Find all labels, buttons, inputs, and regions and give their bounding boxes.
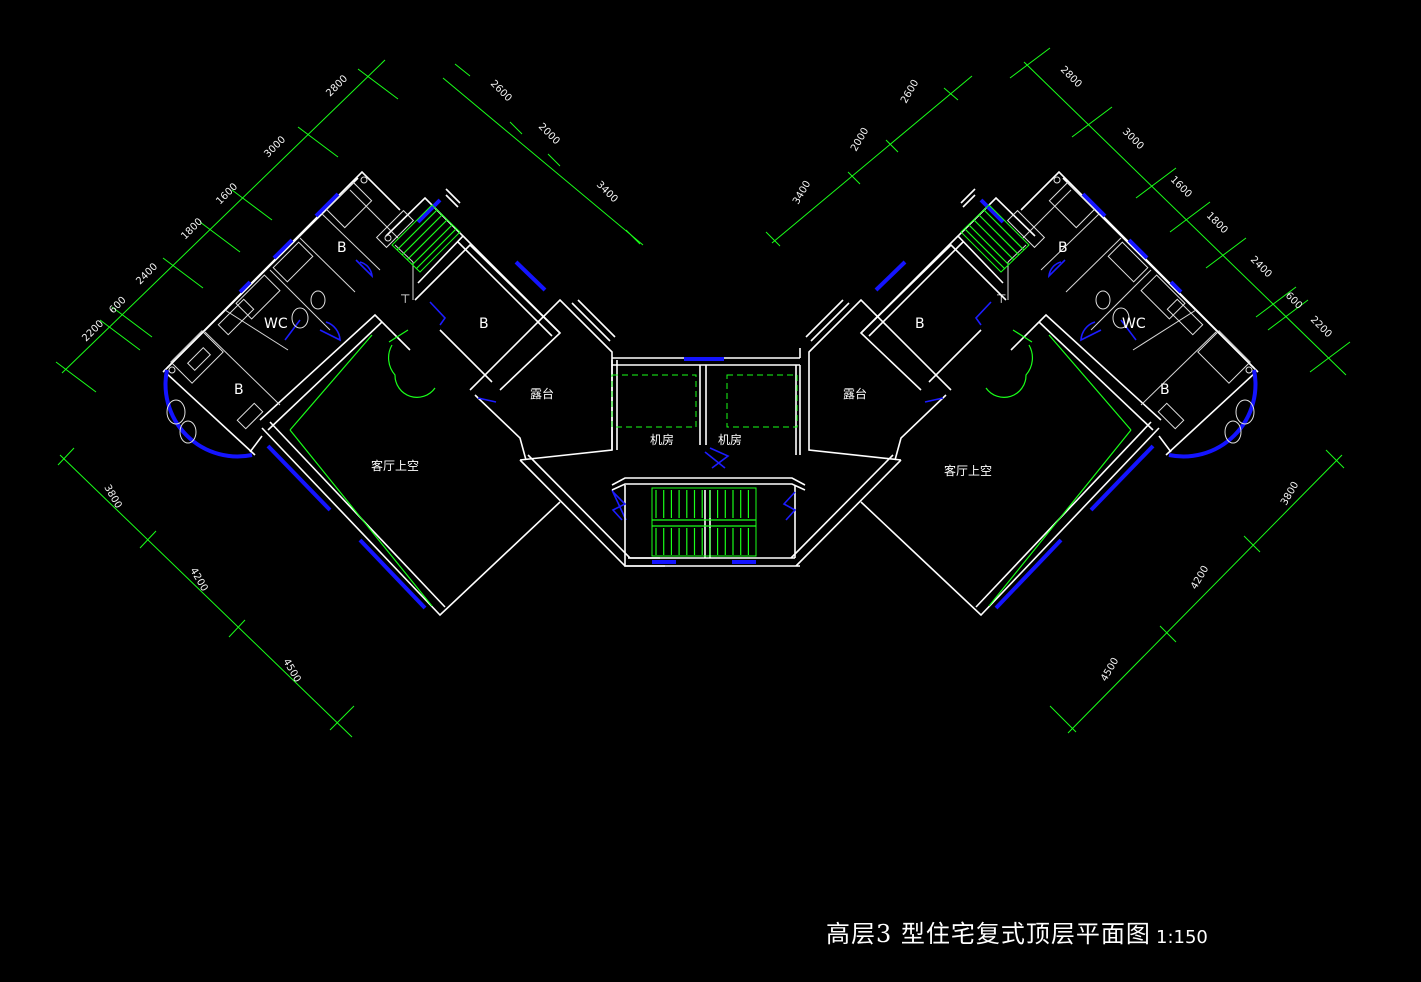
- right-unit: 2800 3000 1600 1800 2400 600 2200 3400 2…: [765, 47, 1351, 734]
- right-machine-room-outline: [726, 374, 798, 428]
- right-room-bedroom-3: B: [915, 316, 925, 332]
- right-dim-2400: 2400: [1248, 254, 1274, 280]
- left-dim-4200: 4200: [187, 566, 209, 594]
- right-dim-1600: 1600: [1168, 174, 1194, 200]
- left-dim-2000: 2000: [536, 121, 562, 147]
- right-room-living-void: 客厅上空: [944, 463, 992, 478]
- drawing-title: 高层3 型住宅复式顶层平面图: [826, 920, 1151, 948]
- right-walls: [790, 170, 1259, 617]
- right-room-wc: WC: [1122, 316, 1146, 332]
- left-room-wc: WC: [264, 316, 288, 332]
- left-unit: 2200 600 2400 1800 1600 3000 2800 2600 2…: [55, 59, 726, 738]
- right-dim-4500: 4500: [1099, 656, 1121, 684]
- left-void-lines: [289, 334, 433, 607]
- left-fixtures: [166, 176, 415, 444]
- central-core: 机房 机房: [611, 348, 806, 567]
- right-dim-2200: 2200: [1308, 314, 1334, 340]
- machine-room-right-label: 机房: [718, 432, 742, 447]
- left-machine-room-outline: [611, 374, 697, 428]
- left-dim-2600: 2600: [488, 78, 514, 104]
- right-room-terrace: 露台: [843, 386, 867, 401]
- left-room-living-void: 客厅上空: [371, 458, 419, 473]
- right-left-dimension-chain: 3400 2000 2600: [765, 75, 973, 247]
- left-balcony-edge: [388, 329, 409, 343]
- right-dim-4200: 4200: [1189, 564, 1211, 592]
- right-lower-dimension-chain: 4500 4200 3800: [1049, 449, 1345, 734]
- left-stairs: ⊤: [391, 204, 461, 306]
- left-room-terrace: 露台: [530, 386, 554, 401]
- right-dim-2800: 2800: [1058, 64, 1084, 90]
- left-dim-3000: 3000: [262, 134, 288, 160]
- left-right-dimension-chain: 2600 2000 3400: [442, 63, 644, 246]
- right-dim-1800: 1800: [1204, 210, 1230, 236]
- left-room-bedroom-2: B: [234, 382, 244, 398]
- left-dim-2800: 2800: [324, 73, 350, 99]
- left-doors: [284, 259, 726, 521]
- right-upper-dimension-chain: 2800 3000 1600 1800 2400 600 2200: [1009, 47, 1351, 376]
- right-dim-3400: 3400: [791, 179, 813, 207]
- left-dim-1600: 1600: [214, 181, 240, 207]
- right-dim-2600: 2600: [899, 78, 921, 106]
- left-stair-arrow: ⊤: [400, 292, 410, 306]
- drawing-scale: 1:150: [1156, 927, 1208, 948]
- right-room-bedroom-1: B: [1058, 240, 1068, 256]
- left-room-bedroom-3: B: [479, 316, 489, 332]
- left-dim-3800: 3800: [101, 483, 123, 511]
- right-dim-3000: 3000: [1120, 126, 1146, 152]
- left-balcony-curve: [388, 344, 436, 398]
- right-dim-600: 600: [1283, 290, 1304, 311]
- left-room-bedroom-1: B: [337, 240, 347, 256]
- right-dim-2000: 2000: [849, 126, 871, 154]
- right-dim-3800: 3800: [1279, 480, 1301, 508]
- central-stairs: [651, 487, 757, 557]
- left-windows: [163, 192, 722, 610]
- right-room-bedroom-2: B: [1160, 382, 1170, 398]
- left-dim-3400: 3400: [594, 179, 620, 205]
- central-stair-treads: [655, 490, 750, 555]
- machine-room-left-label: 机房: [650, 432, 674, 447]
- left-dim-2400: 2400: [134, 261, 160, 287]
- right-stair-arrow: ⊤: [996, 292, 1006, 306]
- left-dim-600: 600: [107, 295, 128, 316]
